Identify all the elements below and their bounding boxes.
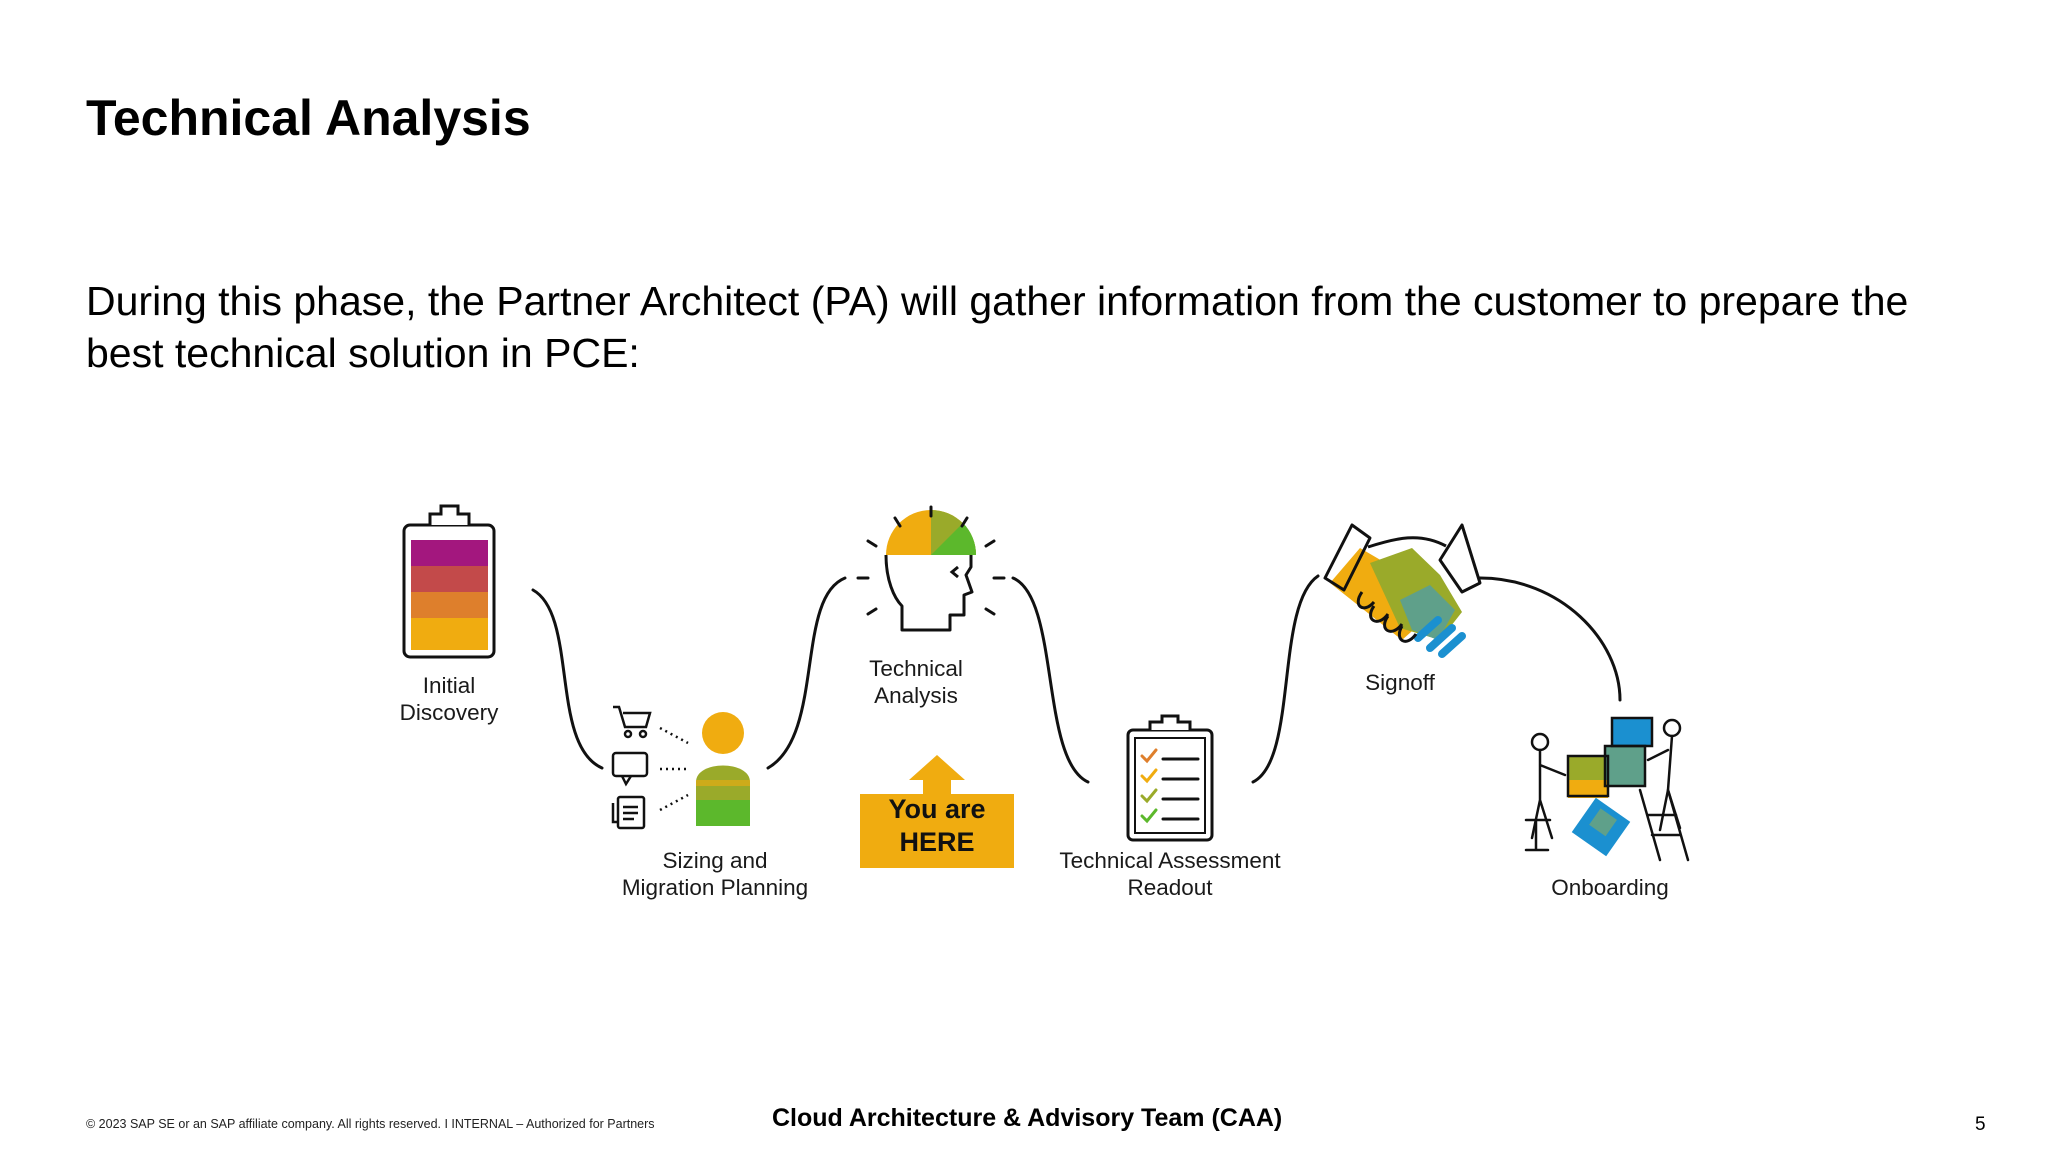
checklist-clipboard-icon <box>1126 714 1214 842</box>
stage-label-sizing-migration: Sizing and Migration Planning <box>621 848 809 900</box>
sizing-small-icons <box>611 705 652 830</box>
stage-label-initial-discovery: Initial Discovery <box>399 673 499 725</box>
stage-label-technical-analysis: Technical Analysis <box>869 656 963 708</box>
head-idea-icon <box>856 505 1006 632</box>
connector-lines <box>531 574 1622 784</box>
page-number: 5 <box>1975 1114 1986 1135</box>
cart-dollar-icon <box>613 705 652 729</box>
connector-4 <box>1251 574 1320 784</box>
connector-2 <box>766 576 847 770</box>
stage-label-signoff: Signoff <box>1365 670 1435 695</box>
footer-team: Cloud Architecture & Advisory Team (CAA) <box>772 1104 1283 1132</box>
you-are-here-label: You are HERE <box>888 794 986 857</box>
footer-copyright: © 2023 SAP SE or an SAP affiliate compan… <box>86 1117 655 1131</box>
intro-text: During this phase, the Partner Architect… <box>86 278 1909 376</box>
dotted-links <box>659 726 689 812</box>
chat-bubble-icon <box>611 751 649 778</box>
stage-label-onboarding: Onboarding <box>1551 875 1669 900</box>
slide-title: Technical Analysis <box>86 90 531 146</box>
handshake-icon <box>1323 523 1482 658</box>
you-are-here-box <box>860 794 1014 868</box>
connector-5 <box>1478 576 1622 702</box>
clipboard-battery-icon <box>402 504 496 659</box>
up-arrow-icon <box>860 755 1014 868</box>
puzzle-team-icon <box>1524 716 1690 862</box>
documents-icon <box>616 795 646 830</box>
connector-1 <box>531 588 604 770</box>
stage-label-technical-assessment-readout: Technical Assessment Readout <box>1059 848 1281 900</box>
connector-3 <box>1011 576 1090 784</box>
person-sizing-icon <box>696 712 750 826</box>
